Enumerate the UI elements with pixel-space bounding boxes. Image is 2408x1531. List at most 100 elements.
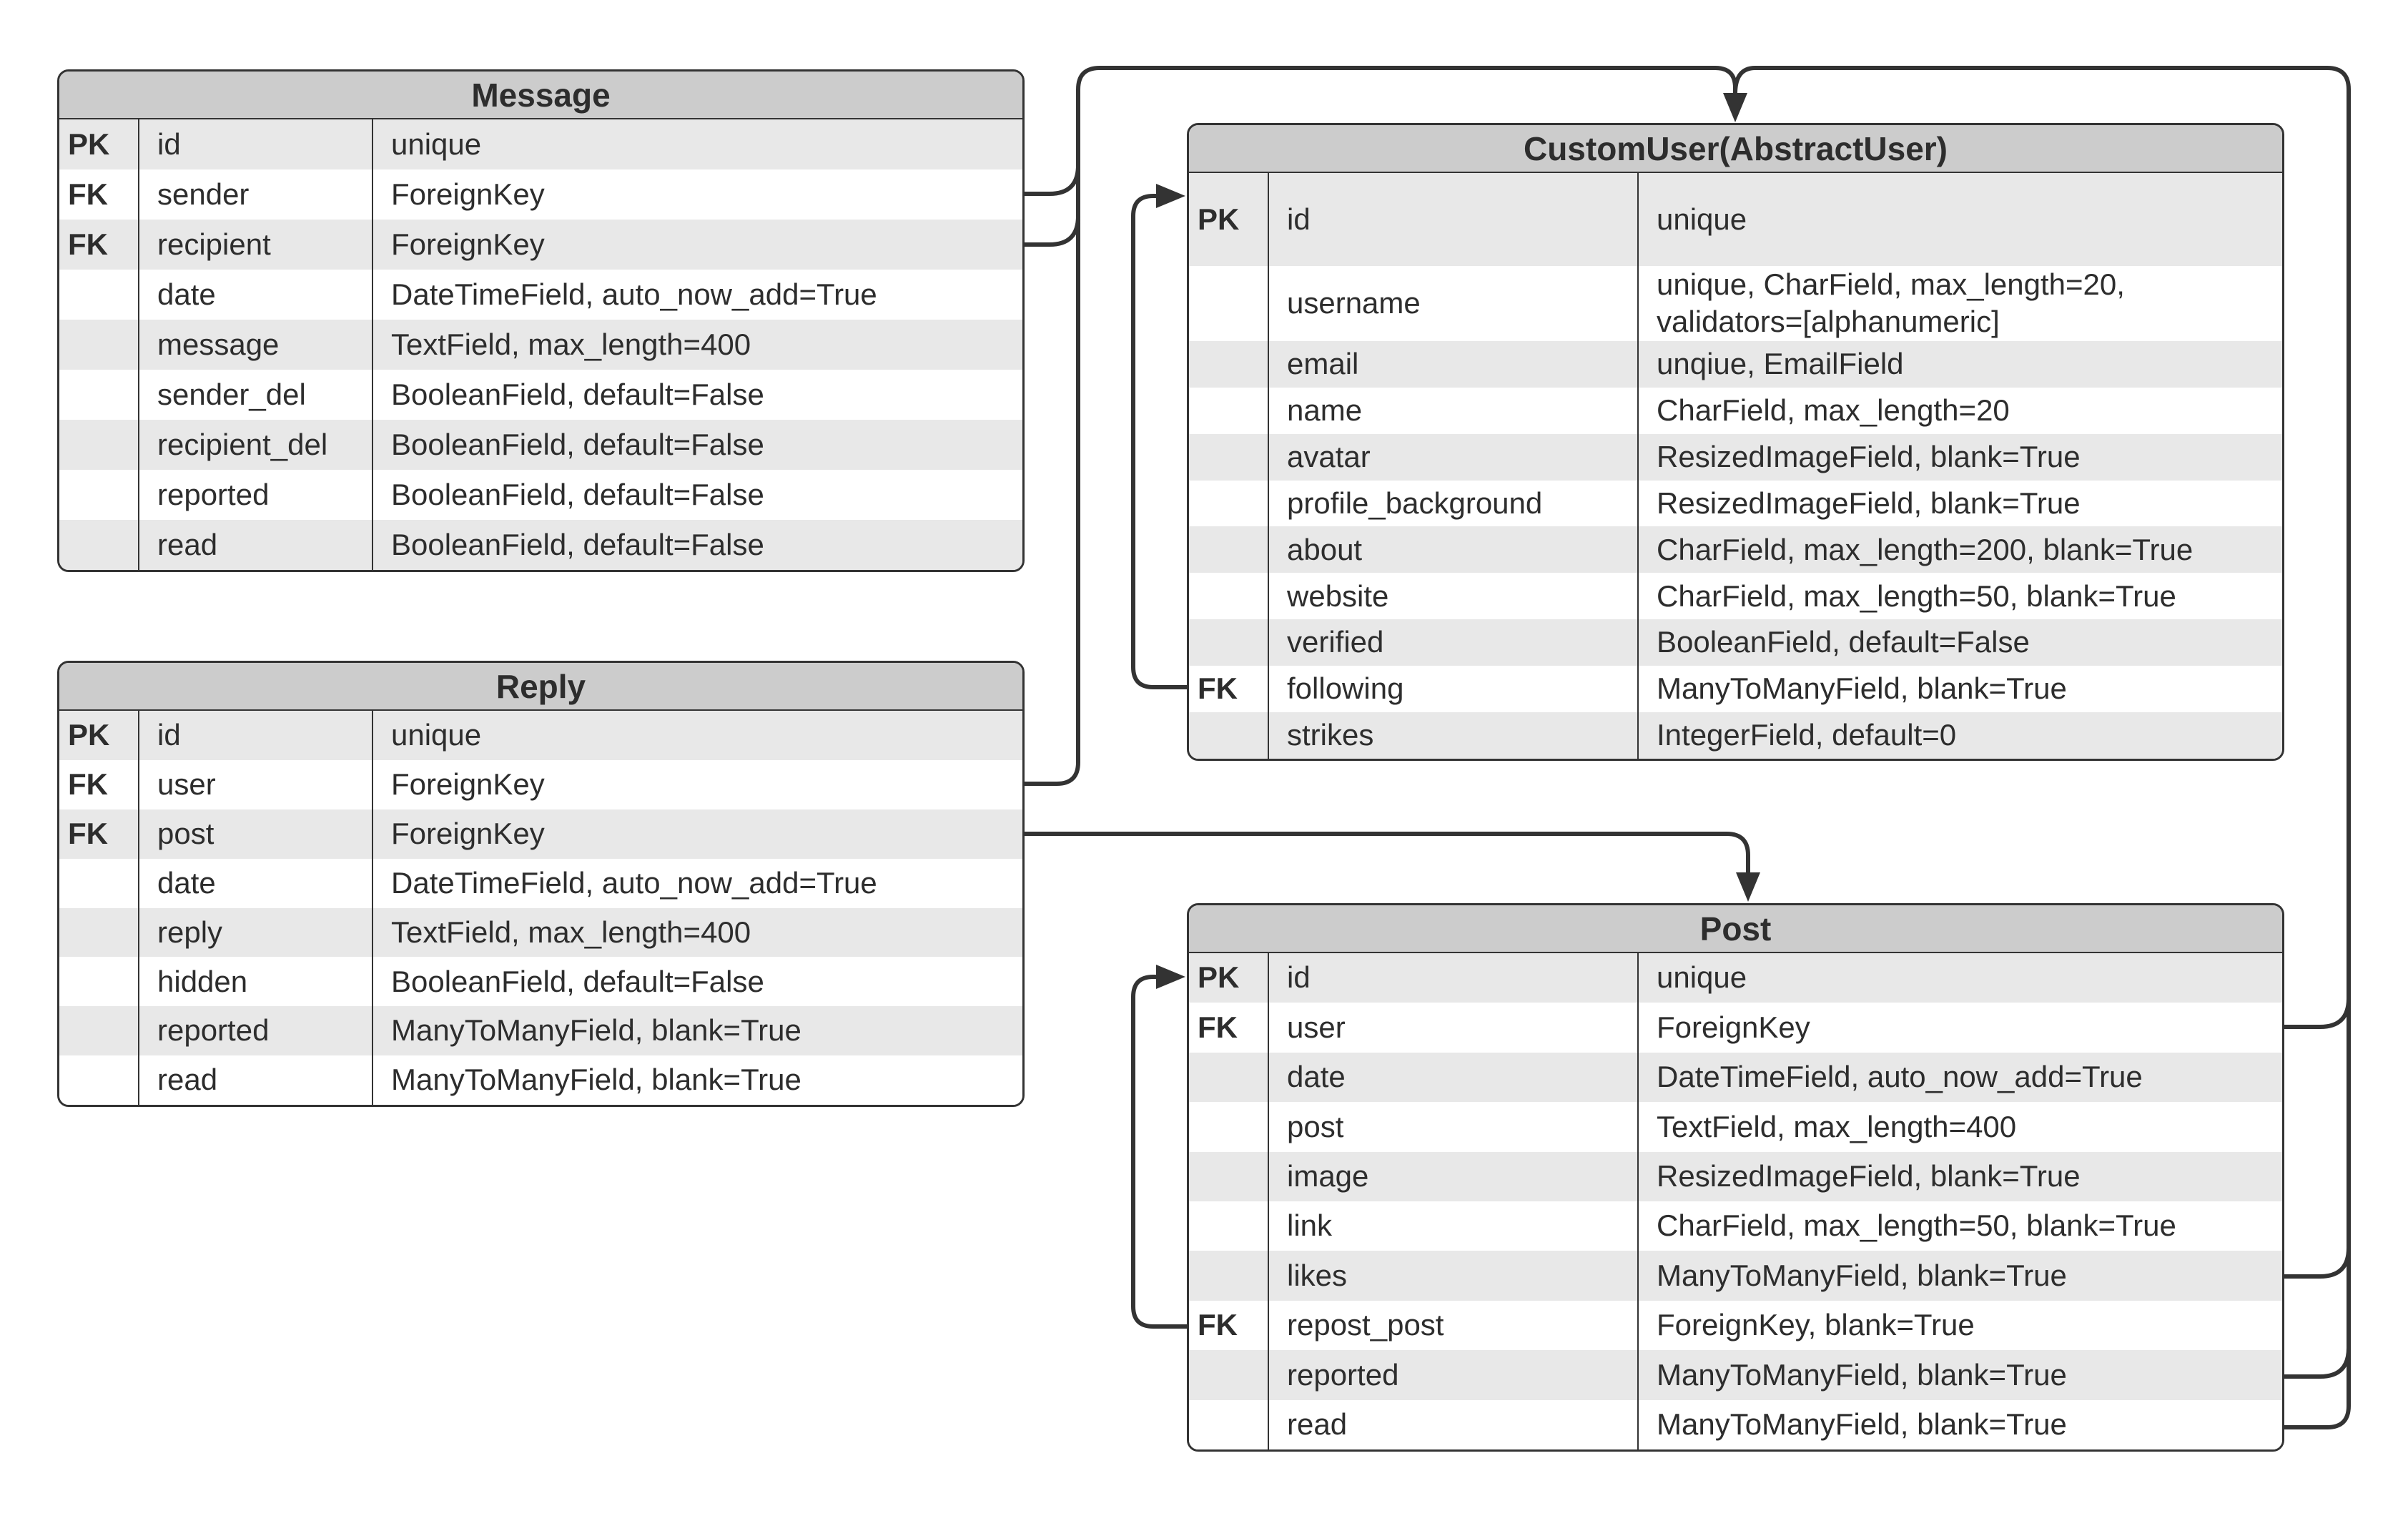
table-message-rows: PK id unique FK sender ForeignKey FK rec… [59, 119, 1022, 570]
table-post: Post PK id unique FK user ForeignKey dat… [1187, 903, 2284, 1452]
field-type-cell: ForeignKey [1657, 1010, 1810, 1044]
table-row: date DateTimeField, auto_now_add=True [1189, 1052, 2282, 1103]
key-cell: FK [59, 809, 139, 859]
connector-post-likes-stub [2284, 1247, 2351, 1279]
key-cell [59, 320, 139, 370]
field-type-cell: DateTimeField, auto_now_add=True [1657, 1060, 2143, 1094]
field-type-cell: unique [391, 718, 482, 752]
key-cell [59, 420, 139, 470]
field-name-cell: read [139, 1055, 373, 1105]
table-row: FK post ForeignKey [59, 809, 1022, 859]
field-name-cell: likes [1269, 1251, 1639, 1301]
connector-reply-post-to-post [1025, 832, 1750, 873]
field-type-cell: ForeignKey, blank=True [1657, 1308, 1975, 1342]
key-cell [1189, 1102, 1269, 1152]
table-message: Message PK id unique FK sender ForeignKe… [57, 69, 1025, 572]
table-row: avatar ResizedImageField, blank=True [1189, 433, 2282, 481]
table-customuser-title: CustomUser(AbstractUser) [1189, 125, 2282, 173]
field-name-cell: sender [139, 169, 373, 220]
field-type-cell: ManyToManyField, blank=True [1657, 671, 2067, 706]
table-row: date DateTimeField, auto_now_add=True [59, 858, 1022, 908]
table-row: profile_background ResizedImageField, bl… [1189, 480, 2282, 527]
field-name-cell: date [1269, 1052, 1639, 1103]
field-name-cell: date [139, 858, 373, 908]
field-type-cell: ResizedImageField, blank=True [1657, 486, 2081, 520]
field-type-cell: ForeignKey [391, 816, 545, 850]
arrowhead-into-customuser-top [1723, 93, 1747, 122]
field-name-cell: read [1269, 1399, 1639, 1449]
field-type-cell: unique [1657, 202, 1747, 236]
field-type-cell: CharField, max_length=50, blank=True [1657, 1208, 2176, 1243]
key-cell [59, 1006, 139, 1056]
field-name-cell: verified [1269, 619, 1639, 666]
field-name-cell: hidden [139, 957, 373, 1007]
table-row: read BooleanField, default=False [59, 520, 1022, 570]
key-cell [59, 520, 139, 570]
field-type-cell: BooleanField, default=False [391, 427, 764, 461]
connector-post-user-stub [2284, 998, 2351, 1029]
table-row: FK following ManyToManyField, blank=True [1189, 666, 2282, 713]
field-type-cell: ForeignKey [391, 767, 545, 802]
key-cell [1189, 265, 1269, 341]
field-type-cell: BooleanField, default=False [1657, 625, 2030, 659]
table-row: reply TextField, max_length=400 [59, 907, 1022, 958]
table-row: message TextField, max_length=400 [59, 320, 1022, 370]
key-cell [1189, 619, 1269, 666]
table-row: PK id unique [1189, 173, 2282, 266]
key-cell [1189, 340, 1269, 388]
field-name-cell: strikes [1269, 712, 1639, 759]
key-cell [59, 907, 139, 958]
field-type-cell: CharField, max_length=50, blank=True [1657, 579, 2176, 613]
connector-customuser-following-self [1131, 194, 1187, 689]
table-row: PK id unique [59, 711, 1022, 760]
field-type-cell: unique, CharField, max_length=20, valida… [1657, 267, 2125, 339]
table-row: read ManyToManyField, blank=True [59, 1055, 1022, 1105]
key-cell [1189, 526, 1269, 573]
field-type-cell: ManyToManyField, blank=True [391, 1013, 801, 1048]
key-cell [59, 957, 139, 1007]
key-cell: PK [1189, 173, 1269, 266]
field-type-cell: ManyToManyField, blank=True [1657, 1357, 2067, 1392]
key-cell [1189, 1201, 1269, 1251]
field-type-cell: TextField, max_length=400 [391, 915, 751, 949]
field-name-cell: id [1269, 173, 1639, 266]
field-name-cell: website [1269, 573, 1639, 620]
key-cell [1189, 387, 1269, 434]
key-cell [59, 370, 139, 420]
field-name-cell: following [1269, 666, 1639, 713]
table-row: reported BooleanField, default=False [59, 470, 1022, 520]
field-name-cell: sender_del [139, 370, 373, 420]
table-row: strikes IntegerField, default=0 [1189, 712, 2282, 759]
key-cell [1189, 480, 1269, 527]
field-name-cell: reported [1269, 1350, 1639, 1400]
table-reply-rows: PK id unique FK user ForeignKey FK post … [59, 711, 1022, 1105]
key-cell [59, 270, 139, 320]
field-type-cell: TextField, max_length=400 [391, 327, 751, 361]
field-name-cell: avatar [1269, 433, 1639, 481]
field-type-cell: unique [391, 127, 482, 161]
field-name-cell: id [1269, 953, 1639, 1003]
field-name-cell: reported [139, 470, 373, 520]
key-cell [1189, 712, 1269, 759]
table-post-rows: PK id unique FK user ForeignKey date Dat… [1189, 953, 2282, 1449]
field-name-cell: reported [139, 1006, 373, 1056]
field-type-cell: BooleanField, default=False [391, 527, 764, 561]
field-name-cell: date [139, 270, 373, 320]
field-name-cell: user [139, 759, 373, 809]
key-cell [1189, 1399, 1269, 1449]
field-type-cell: DateTimeField, auto_now_add=True [391, 865, 877, 900]
field-name-cell: post [139, 809, 373, 859]
arrowhead-into-customuser-id [1156, 184, 1185, 208]
field-type-cell: ForeignKey [391, 177, 545, 211]
field-type-cell: ManyToManyField, blank=True [1657, 1407, 2067, 1442]
key-cell [1189, 573, 1269, 620]
table-customuser-rows: PK id unique username unique, CharField,… [1189, 173, 2282, 759]
table-reply: Reply PK id unique FK user ForeignKey FK… [57, 661, 1025, 1107]
field-type-cell: ResizedImageField, blank=True [1657, 1159, 2081, 1193]
table-row: post TextField, max_length=400 [1189, 1102, 2282, 1152]
key-cell [59, 858, 139, 908]
table-customuser: CustomUser(AbstractUser) PK id unique us… [1187, 123, 2284, 761]
table-row: FK user ForeignKey [1189, 1003, 2282, 1053]
field-name-cell: repost_post [1269, 1300, 1639, 1351]
